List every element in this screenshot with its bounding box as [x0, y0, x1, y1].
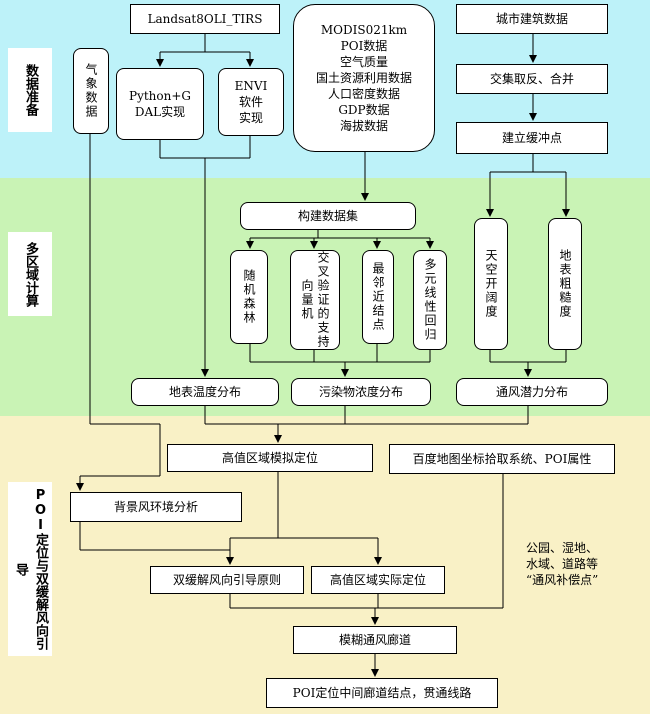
sky-openness-node: 天空开阔度: [474, 218, 508, 350]
intersect-merge-node: 交集取反、合并: [456, 64, 608, 94]
urban-building-node: 城市建筑数据: [456, 4, 608, 34]
mlr-node: 多元线性回归: [413, 250, 447, 350]
knn-node: 最邻近结点: [362, 250, 394, 344]
section-label-data-prep: 数据准备: [8, 48, 52, 132]
build-dataset-node: 构建数据集: [240, 202, 416, 230]
roughness-node: 地表粗糙度: [548, 218, 582, 350]
buffer-node: 建立缓冲点: [456, 122, 608, 154]
fuzzy-corridor-node: 模糊通风廊道: [293, 626, 457, 654]
high-value-simulation-node: 高值区域模拟定位: [167, 444, 373, 472]
baidu-poi-node: 百度地图坐标拾取系统、POI属性: [389, 444, 615, 474]
lst-distribution-node: 地表温度分布: [131, 378, 279, 406]
section-label-poi: POI定位与双缓解风向引导: [8, 482, 52, 656]
poi-final-node: POI定位中间廊道结点，贯通线路: [266, 678, 498, 708]
compensation-points-note: 公园、湿地、 水域、道路等 “通风补偿点”: [526, 541, 599, 587]
envi-node: ENVI 软件 实现: [218, 68, 284, 136]
modis-data-node: MODIS021km POI数据 空气质量 国土资源利用数据 人口密度数据 GD…: [293, 4, 435, 152]
ventilation-potential-node: 通风潜力分布: [456, 378, 608, 406]
weather-data-node: 气象数据: [73, 48, 109, 134]
random-forest-node: 随机森林: [230, 250, 268, 344]
svm-node: 交叉验证的支持向量机: [290, 250, 340, 350]
landsat-node: Landsat8OLI_TIRS: [130, 4, 280, 34]
pollutant-distribution-node: 污染物浓度分布: [291, 378, 431, 406]
dual-guide-node: 双缓解风向引导原则: [150, 566, 304, 594]
section-label-multi-region: 多区域计算: [8, 232, 52, 316]
python-gdal-node: Python+G DAL实现: [116, 68, 204, 140]
background-wind-node: 背景风环境分析: [70, 492, 242, 522]
high-value-actual-node: 高值区域实际定位: [311, 566, 445, 594]
